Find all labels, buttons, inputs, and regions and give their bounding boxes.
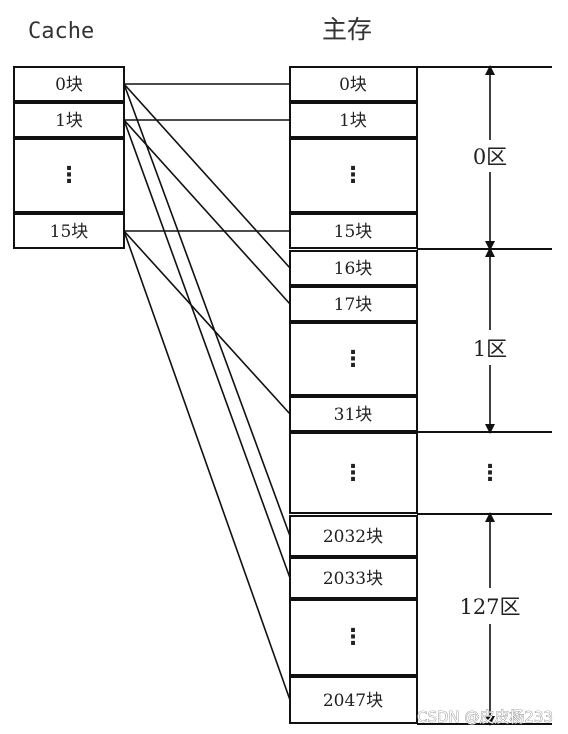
mem-block-2033-label: 2033块	[323, 569, 383, 589]
mem-ellipsis-2-label: ⋮	[342, 461, 364, 486]
mem-block-0	[289, 66, 418, 102]
mem-block-15-label: 15块	[334, 222, 373, 242]
mem-block-ellipsis-0	[289, 138, 418, 213]
mem-block-17-label: 17块	[334, 295, 373, 315]
zone-0-label: 0区	[473, 145, 507, 169]
zone-1-label: 1区	[473, 337, 507, 361]
cache-column: 0块 1块 ⋮ 15块	[13, 66, 125, 249]
cache-block-1-label: 1块	[55, 111, 83, 131]
mem-block-ellipsis-2	[289, 432, 418, 514]
mem-block-2032	[289, 515, 418, 557]
zone-boundaries	[417, 66, 552, 725]
mem-block-31-label: 31块	[334, 405, 373, 425]
cache-block-ellipsis	[13, 138, 125, 213]
main-memory-title: 主存	[322, 15, 372, 44]
mem-block-ellipsis-1	[289, 322, 418, 396]
map-line-c1-m2033	[123, 119, 291, 579]
cache-title: Cache	[28, 19, 94, 44]
mem-block-0-label: 0块	[339, 75, 367, 95]
cache-block-1	[13, 102, 125, 138]
map-line-c0-m16	[123, 83, 291, 269]
watermark: CSDN @皮皮杨233	[417, 708, 553, 726]
mem-ellipsis-3-label: ⋮	[342, 625, 364, 650]
mem-block-2047-label: 2047块	[323, 691, 383, 711]
zone-ellipsis-label: ⋮	[479, 461, 501, 486]
mem-ellipsis-1-label: ⋮	[342, 347, 364, 372]
mem-block-2033	[289, 557, 418, 599]
map-line-c1-m17	[123, 119, 291, 305]
mem-block-1-label: 1块	[339, 111, 367, 131]
mapping-lines	[123, 83, 291, 701]
mem-block-ellipsis-3	[289, 599, 418, 676]
zone-127-label: 127区	[459, 595, 520, 619]
main-memory-column: 0块 1块 ⋮ 15块 16块 17块 ⋮ 31块 ⋮ 2032块 2033块 …	[289, 66, 418, 724]
cache-block-15-label: 15块	[50, 222, 89, 242]
mem-block-31	[289, 396, 418, 432]
cache-ellipsis-label: ⋮	[58, 163, 80, 188]
mem-block-2032-label: 2032块	[323, 527, 383, 547]
mem-block-16-label: 16块	[334, 259, 373, 279]
cache-block-0-label: 0块	[55, 75, 83, 95]
mem-ellipsis-0-label: ⋮	[342, 163, 364, 188]
map-line-c15-m2047	[123, 230, 291, 701]
map-line-c15-m31	[123, 230, 291, 415]
map-line-c0-m2032	[123, 83, 291, 537]
cache-block-0	[13, 66, 125, 102]
